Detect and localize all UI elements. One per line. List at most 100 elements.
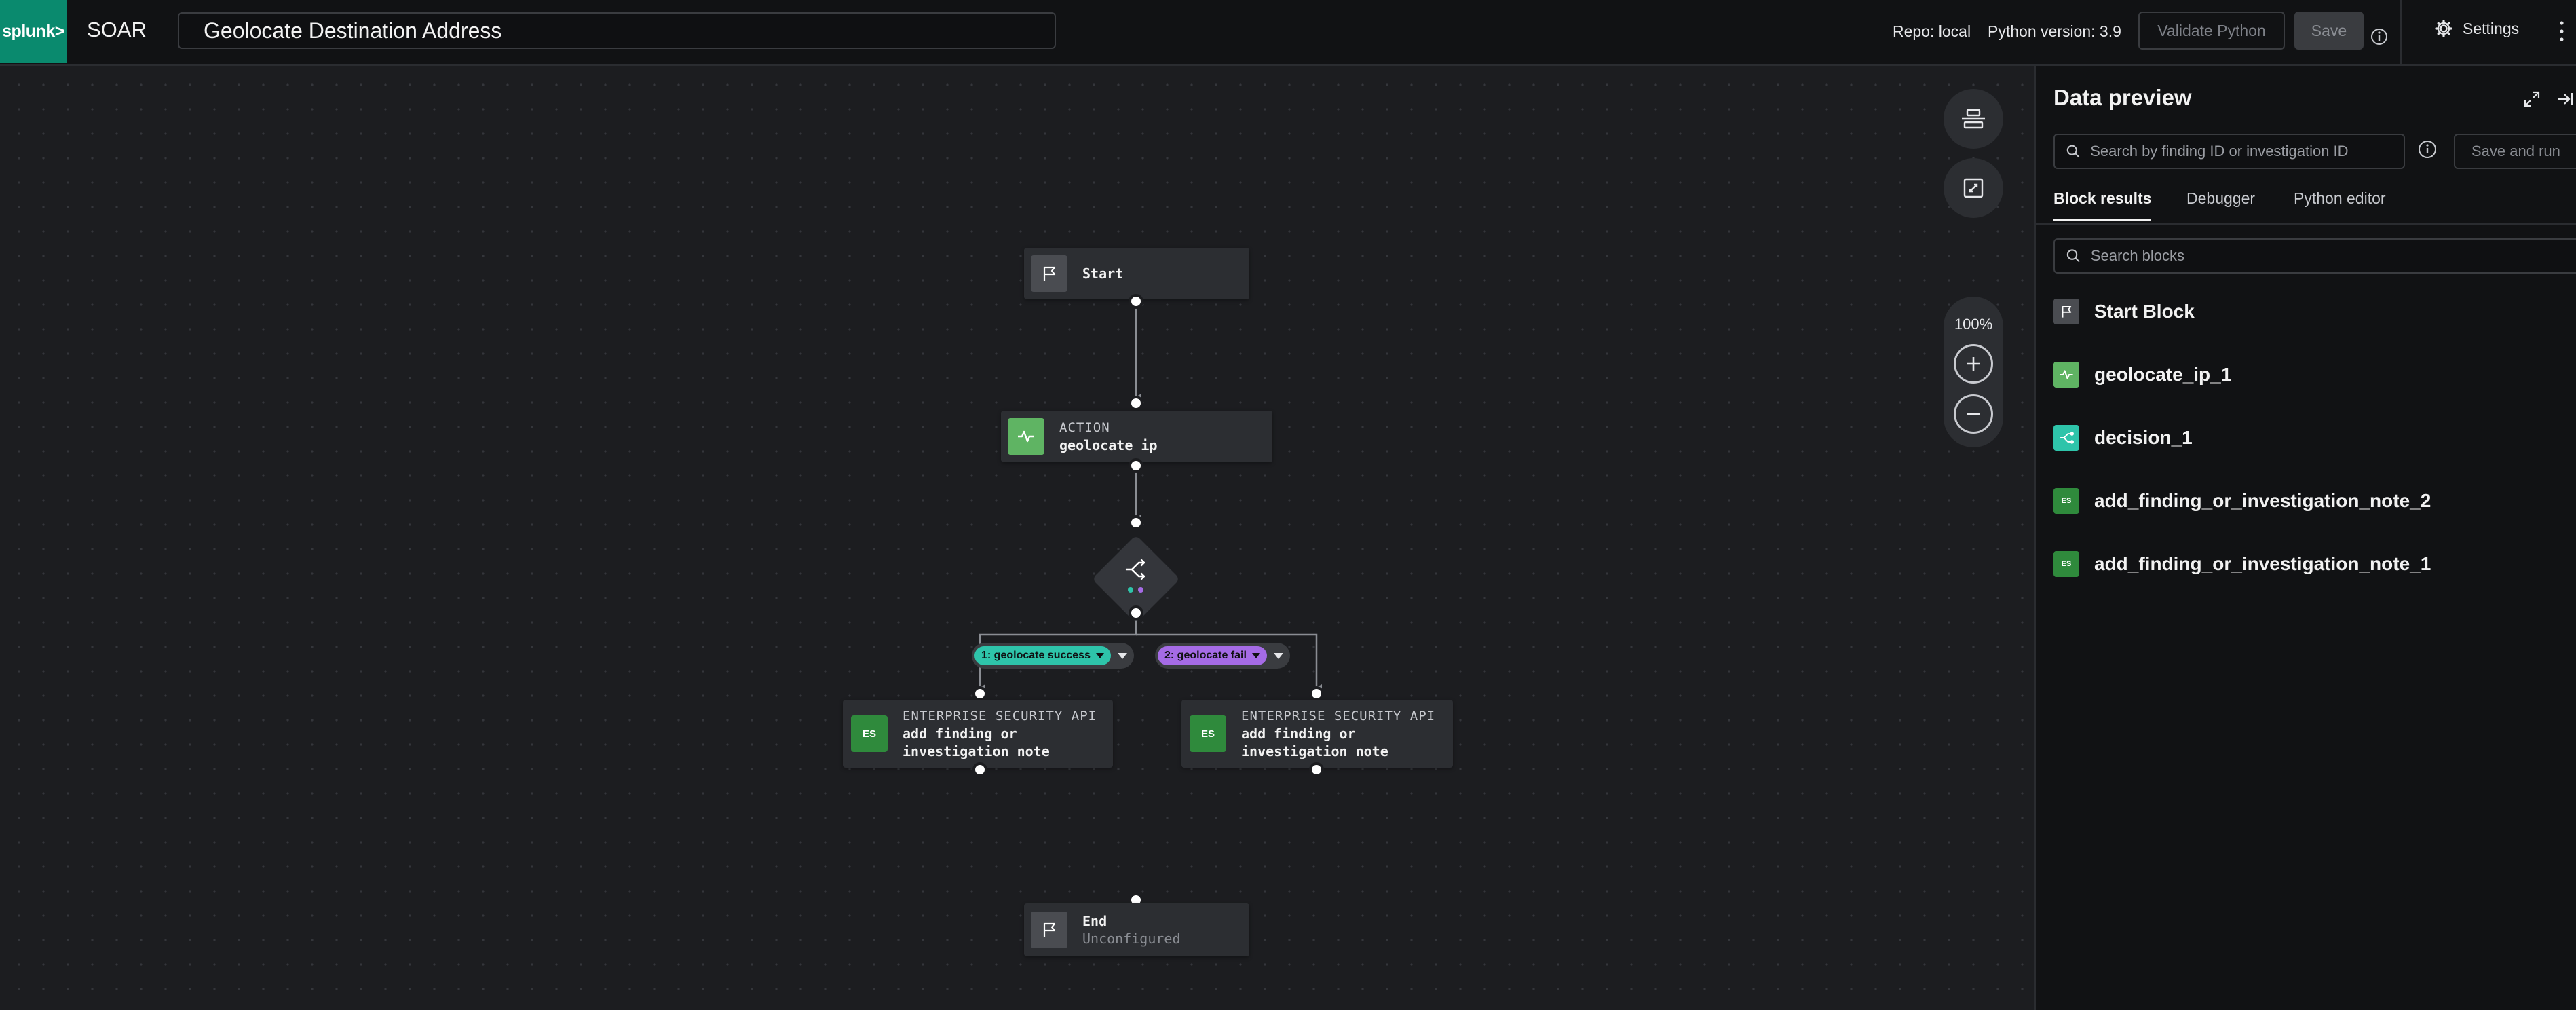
blocks-search-input[interactable] xyxy=(2090,247,2576,265)
block-item-label: add_finding_or_investigation_note_1 xyxy=(2094,553,2431,574)
es-icon: ES xyxy=(851,715,888,752)
settings-label: Settings xyxy=(2463,19,2520,37)
es-icon: ES xyxy=(2053,551,2079,577)
block-item-note-1[interactable]: ES add_finding_or_investigation_note_1 xyxy=(2053,549,2431,579)
zoom-in-button[interactable] xyxy=(1954,344,1993,384)
finding-search-input[interactable] xyxy=(2090,143,2404,160)
action-node-geolocate-ip[interactable]: ACTION geolocate ip xyxy=(1001,411,1272,462)
tab-python-editor[interactable]: Python editor xyxy=(2294,189,2386,207)
save-and-run-button[interactable]: Save and run xyxy=(2454,134,2576,169)
zoom-level: 100% xyxy=(1954,316,1993,333)
save-button[interactable]: Save xyxy=(2294,12,2364,50)
end-node-status: Unconfigured xyxy=(1082,931,1181,947)
blocks-search-box[interactable] xyxy=(2053,238,2576,274)
tab-block-results[interactable]: Block results xyxy=(2053,189,2152,221)
python-version-label: Python version: 3.9 xyxy=(1988,22,2121,40)
decision-out-port[interactable] xyxy=(1129,605,1143,620)
es-note-node-left[interactable]: ES ENTERPRISE SECURITY API add finding o… xyxy=(843,700,1113,768)
activity-icon xyxy=(1018,430,1034,443)
block-item-label: Start Block xyxy=(2094,301,2195,322)
flag-icon-wrap xyxy=(1031,912,1067,948)
playbook-canvas[interactable]: Start ACTION geolocate ip 1: geolocate s… xyxy=(0,66,2034,1010)
block-item-label: geolocate_ip_1 xyxy=(2094,364,2232,385)
more-options-icon[interactable] xyxy=(2558,18,2565,45)
action-out-port[interactable] xyxy=(1129,458,1143,473)
start-node[interactable]: Start xyxy=(1024,248,1249,299)
es-right-line2: investigation note xyxy=(1241,743,1388,760)
branch-success[interactable]: 1: geolocate success xyxy=(972,643,1134,669)
block-item-label: decision_1 xyxy=(2094,427,2193,448)
splunk-logo[interactable]: splunk> xyxy=(0,0,67,63)
flag-icon xyxy=(2062,305,2072,318)
es-icon: ES xyxy=(1190,715,1226,752)
branch-icon-wrap xyxy=(2053,425,2079,451)
zoom-out-button[interactable] xyxy=(1954,394,1993,434)
branch-fail-pill[interactable]: 2: geolocate fail xyxy=(1158,646,1267,665)
settings-button[interactable]: Settings xyxy=(2434,19,2519,38)
minus-icon xyxy=(1967,413,1980,415)
search-icon xyxy=(2066,249,2080,263)
end-node-label: End xyxy=(1082,913,1107,929)
action-in-port[interactable] xyxy=(1129,396,1143,411)
block-item-note-2[interactable]: ES add_finding_or_investigation_note_2 xyxy=(2053,486,2431,516)
search-icon xyxy=(2066,145,2080,158)
start-node-label: Start xyxy=(1082,265,1124,282)
chevron-down-icon xyxy=(1251,653,1260,658)
branch-fail-label: 2: geolocate fail xyxy=(1164,650,1247,661)
wire-decision-right xyxy=(1136,633,1322,691)
note-left-in-port[interactable] xyxy=(972,686,987,701)
es-right-type: ENTERPRISE SECURITY API xyxy=(1241,709,1436,724)
activity-icon-wrap xyxy=(2053,362,2079,388)
start-out-port[interactable] xyxy=(1129,294,1143,309)
app-header: splunk> SOAR Repo: local Python version:… xyxy=(0,0,2576,66)
block-item-geolocate-ip[interactable]: geolocate_ip_1 xyxy=(2053,360,2231,390)
note-right-out-port[interactable] xyxy=(1309,762,1324,777)
panel-title: Data preview xyxy=(2053,85,2192,110)
header-divider xyxy=(2400,0,2402,64)
info-icon[interactable] xyxy=(2370,27,2389,46)
block-item-decision[interactable]: decision_1 xyxy=(2053,423,2193,453)
action-icon-wrap xyxy=(1008,418,1044,455)
panel-tabs: Block results Debugger Python editor xyxy=(2036,180,2576,225)
action-node-label: geolocate ip xyxy=(1059,437,1158,453)
info-icon[interactable] xyxy=(2417,139,2438,160)
es-right-line1: add finding or xyxy=(1241,726,1356,742)
expand-icon[interactable] xyxy=(2523,90,2541,108)
chevron-down-icon[interactable] xyxy=(1273,652,1283,659)
flag-icon-wrap xyxy=(1031,255,1067,292)
es-left-line1: add finding or xyxy=(903,726,1017,742)
flag-icon xyxy=(1043,922,1056,937)
block-item-start[interactable]: Start Block xyxy=(2053,297,2195,326)
block-item-label: add_finding_or_investigation_note_2 xyxy=(2094,490,2431,511)
data-preview-panel: Data preview Save and run Block results … xyxy=(2034,66,2576,1010)
auto-layout-button[interactable] xyxy=(1944,89,2003,149)
branch-fail[interactable]: 2: geolocate fail xyxy=(1155,643,1290,669)
activity-icon xyxy=(2060,370,2073,379)
connection-lines xyxy=(979,303,1322,691)
gear-icon xyxy=(2435,20,2452,37)
branch-icon xyxy=(1125,559,1145,580)
note-right-in-port[interactable] xyxy=(1309,686,1324,701)
repo-label: Repo: local xyxy=(1893,22,1971,40)
branch-success-pill[interactable]: 1: geolocate success xyxy=(974,646,1111,665)
plus-icon xyxy=(1967,357,1980,371)
arrow-right-icon[interactable] xyxy=(2556,90,2573,108)
decision-dot-fail xyxy=(1138,587,1143,593)
app-name: SOAR xyxy=(87,18,147,41)
fit-to-screen-button[interactable] xyxy=(1944,158,2003,218)
note-left-out-port[interactable] xyxy=(972,762,987,777)
fit-screen-icon xyxy=(1963,178,1984,198)
flag-icon xyxy=(1043,266,1056,281)
chevron-down-icon[interactable] xyxy=(1117,652,1127,659)
end-node[interactable]: End Unconfigured xyxy=(1024,903,1249,956)
es-left-type: ENTERPRISE SECURITY API xyxy=(903,709,1097,724)
chevron-down-icon xyxy=(1095,653,1104,658)
es-note-node-right[interactable]: ES ENTERPRISE SECURITY API add finding o… xyxy=(1181,700,1453,768)
tab-debugger[interactable]: Debugger xyxy=(2186,189,2256,207)
playbook-title-input[interactable] xyxy=(178,12,1056,49)
finding-search-box[interactable] xyxy=(2053,134,2405,169)
branch-success-label: 1: geolocate success xyxy=(981,650,1091,661)
es-icon: ES xyxy=(2053,488,2079,514)
validate-python-button[interactable]: Validate Python xyxy=(2138,12,2285,50)
decision-in-port[interactable] xyxy=(1129,515,1143,530)
